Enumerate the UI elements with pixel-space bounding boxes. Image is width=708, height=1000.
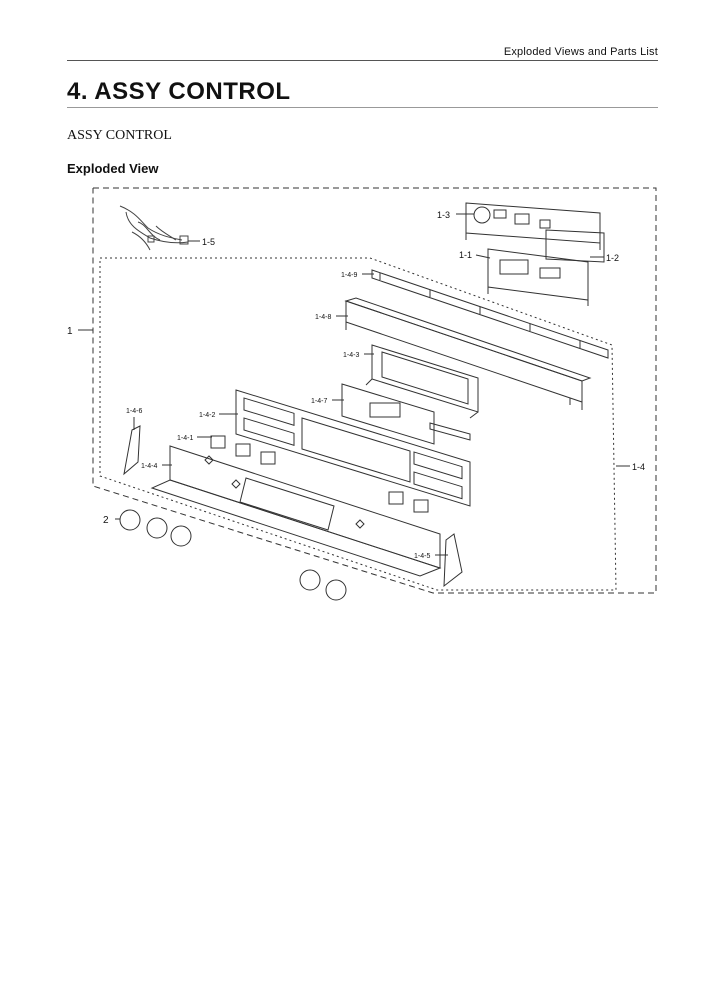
callout-2: 2 [103, 515, 109, 526]
left-endcap-part [123, 425, 141, 476]
callout-1-4-8: 1-4-8 [315, 314, 331, 321]
callout-1-4-5: 1-4-5 [414, 553, 430, 560]
label-sheet-part [545, 229, 605, 263]
running-header: Exploded Views and Parts List [503, 46, 658, 58]
trim-strip-part [371, 269, 609, 359]
right-endcap-part [443, 533, 463, 588]
frame-part [344, 297, 592, 410]
callout-1-5: 1-5 [202, 237, 215, 247]
callout-1-3: 1-3 [437, 210, 450, 220]
tact-switch-row-right [388, 491, 429, 513]
assy-1-4-boundary [99, 257, 617, 591]
section-heading: Exploded View [67, 161, 159, 176]
assy-1-boundary [92, 187, 657, 594]
callout-1-4-1: 1-4-1 [177, 435, 193, 442]
display-holder-part [365, 344, 479, 419]
tact-switch-row-left [210, 435, 276, 465]
control-knobs-part [119, 509, 347, 601]
callout-1-2: 1-2 [606, 253, 619, 263]
callout-1-4-7: 1-4-7 [311, 398, 327, 405]
display-window-part [341, 383, 471, 445]
switch-panel-part [235, 389, 471, 507]
callout-1-4: 1-4 [632, 462, 645, 472]
callout-1-4-4: 1-4-4 [141, 463, 157, 470]
control-panel-part [150, 445, 442, 577]
page-title: 4. ASSY CONTROL [67, 78, 291, 105]
assembly-subtitle: ASSY CONTROL [67, 128, 172, 143]
wire-harness-part [119, 205, 189, 251]
callout-1: 1 [67, 326, 73, 337]
callout-1-4-2: 1-4-2 [199, 412, 215, 419]
title-divider [67, 107, 658, 108]
main-pcb-part [487, 248, 589, 306]
callout-1-4-3: 1-4-3 [343, 352, 359, 359]
callout-leaders [78, 213, 630, 556]
callout-1-1: 1-1 [459, 250, 472, 260]
pcb-bracket-part [465, 202, 601, 250]
callout-1-4-9: 1-4-9 [341, 272, 357, 279]
header-divider [67, 60, 658, 61]
callout-1-4-6: 1-4-6 [126, 408, 142, 415]
